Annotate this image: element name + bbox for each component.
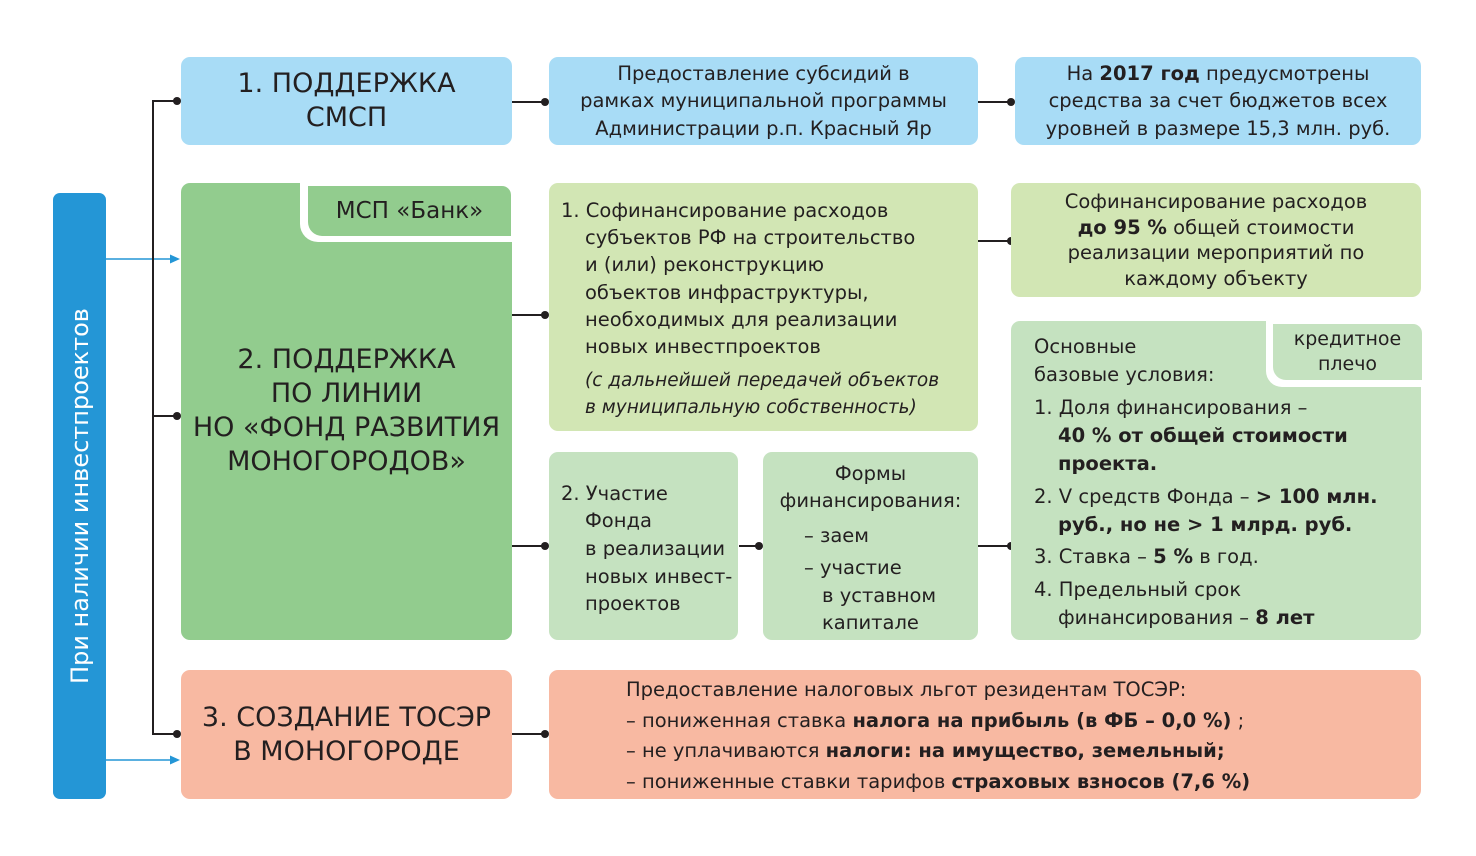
condition-line: 3. Ставка – 5 % в год.: [1034, 545, 1259, 568]
tax-head: Предоставление налоговых льгот резидента…: [626, 678, 1187, 701]
msp-bank-tab: МСП «Банк»: [308, 186, 511, 236]
monotown-title-line: МОНОГОРОДОВ»: [227, 446, 466, 477]
tosear-title-line1: 3. СОЗДАНИЕ ТОСЭР: [201, 701, 492, 733]
connector-dot: [541, 98, 549, 106]
cofin-line: каждому объекту: [1124, 266, 1308, 290]
funding-line: средства за счет бюджетов всех: [1048, 89, 1388, 113]
bracket-dot: [173, 97, 181, 105]
monotown-title-line: ПО ЛИНИИ: [270, 378, 423, 409]
funding-year: 2017 год: [1099, 61, 1200, 85]
connector-dot: [541, 730, 549, 738]
monotown-fund-title: 2. ПОДДЕРЖКА ПО ЛИНИИ НО «ФОНД РАЗВИТИЯ …: [181, 343, 512, 479]
item1-note: в муниципальную собственность): [585, 397, 917, 418]
connector: [512, 314, 545, 316]
connector-dot: [755, 542, 763, 550]
cofinancing-infrastructure-box: 1. Софинансирование расходов субъектов Р…: [549, 183, 978, 431]
funding-result-box: На 2017 год предусмотрены средства за сч…: [1015, 57, 1421, 145]
connector: [978, 101, 1011, 103]
connector: [978, 240, 1011, 242]
funding-line: На 2017 год предусмотрены: [1066, 61, 1370, 85]
credit-leverage-tab: кредитное плечо: [1273, 324, 1422, 380]
credit-tab-line: плечо: [1317, 353, 1378, 375]
credit-tab-line: кредитное: [1293, 328, 1402, 350]
subsidy-line: Администрации р.п. Красный Яр: [595, 116, 932, 140]
item2-line: проектов: [585, 592, 681, 615]
cofinancing-share-box: Софинансирование расходов до 95 % общей …: [1011, 183, 1421, 297]
item1-line: 1. Софинансирование расходов: [561, 199, 889, 222]
smsp-title-line1: 1. ПОДДЕРЖКА: [237, 68, 456, 99]
smsp-support-box: 1. ПОДДЕРЖКА СМСП: [181, 57, 512, 145]
connector-dot: [1007, 98, 1015, 106]
item1-line: субъектов РФ на строительство: [585, 226, 916, 249]
cofin-line: до 95 % общей стоимости: [1077, 215, 1355, 239]
tosear-creation-box: 3. СОЗДАНИЕ ТОСЭР В МОНОГОРОДЕ: [181, 670, 512, 799]
forms-title: финансирования:: [779, 489, 962, 512]
item2-line: 2. Участие: [561, 482, 668, 505]
cofin-line: Софинансирование расходов: [1064, 190, 1368, 213]
conditions-head: базовые условия:: [1034, 363, 1215, 386]
condition-line: 4. Предельный срок: [1034, 578, 1242, 601]
condition-line: проекта.: [1058, 452, 1158, 475]
bracket-dot: [173, 412, 181, 420]
connector: [978, 545, 1011, 547]
condition-line: 1. Доля финансирования –: [1034, 396, 1308, 419]
fund-participation-box: 2. Участие Фонда в реализации новых инве…: [549, 452, 738, 640]
tax-item: – не уплачиваются налоги: на имущество, …: [626, 739, 1225, 762]
cofin-line: реализации мероприятий по: [1067, 241, 1365, 264]
connector: [739, 545, 759, 547]
item2-line: Фонда: [585, 509, 652, 532]
forms-item: в уставном: [822, 584, 937, 607]
item2-line: новых инвест-: [585, 565, 733, 588]
subsidy-description-box: Предоставление субсидий в рамках муницип…: [549, 57, 978, 145]
bracket-mid: [152, 415, 177, 417]
monotown-fund-box: [181, 183, 512, 640]
condition-line: финансирования – 8 лет: [1058, 606, 1315, 629]
cofin-percent: до 95 %: [1077, 215, 1167, 239]
forms-item: – заем: [804, 524, 869, 547]
condition-line: руб., но не > 1 млрд. руб.: [1058, 513, 1353, 536]
subsidy-line: рамках муниципальной программы: [580, 89, 947, 113]
forms-item: капитале: [822, 611, 919, 634]
base-conditions-box: Основные базовые условия: 1. Доля финанс…: [1011, 321, 1421, 640]
forms-item: – участие: [804, 556, 902, 579]
subsidy-line: Предоставление субсидий в: [617, 61, 910, 85]
tax-item: – пониженные ставки тарифов страховых вз…: [626, 770, 1251, 793]
connector: [512, 733, 545, 735]
condition-line: 2. V средств Фонда – > 100 млн.: [1034, 485, 1378, 508]
bracket-bottom: [152, 733, 177, 735]
side-label-bar: [53, 193, 106, 799]
connector: [512, 101, 545, 103]
tax-benefits-box: Предоставление налоговых льгот резидента…: [549, 670, 1421, 799]
tax-item: – пониженная ставка налога на прибыль (в…: [626, 709, 1245, 732]
item1-line: объектов инфраструктуры,: [585, 281, 869, 304]
tosear-title-line2: В МОНОГОРОДЕ: [233, 735, 460, 767]
bracket-line: [152, 101, 154, 734]
monotown-title-line: НО «ФОНД РАЗВИТИЯ: [192, 412, 501, 443]
condition-line: 40 % от общей стоимости: [1058, 424, 1348, 447]
item1-line: и (или) реконструкцию: [585, 253, 825, 276]
connector: [512, 545, 545, 547]
financing-forms-box: Формы финансирования: – заем – участие в…: [763, 452, 978, 640]
item1-note: (с дальнейшей передачей объектов: [585, 370, 940, 391]
bracket-dot: [173, 730, 181, 738]
item2-line: в реализации: [585, 537, 726, 560]
connector-dot: [541, 542, 549, 550]
conditions-head: Основные: [1034, 335, 1137, 358]
smsp-title-line2: СМСП: [305, 102, 388, 133]
item1-line: необходимых для реализации: [585, 308, 898, 331]
funding-line: уровней в размере 15,3 млн. руб.: [1045, 116, 1391, 140]
connector-dot: [541, 311, 549, 319]
item1-line: новых инвестпроектов: [585, 335, 821, 358]
bracket-top: [152, 100, 177, 102]
monotown-title-line: 2. ПОДДЕРЖКА: [237, 344, 456, 375]
forms-title: Формы: [834, 462, 907, 485]
